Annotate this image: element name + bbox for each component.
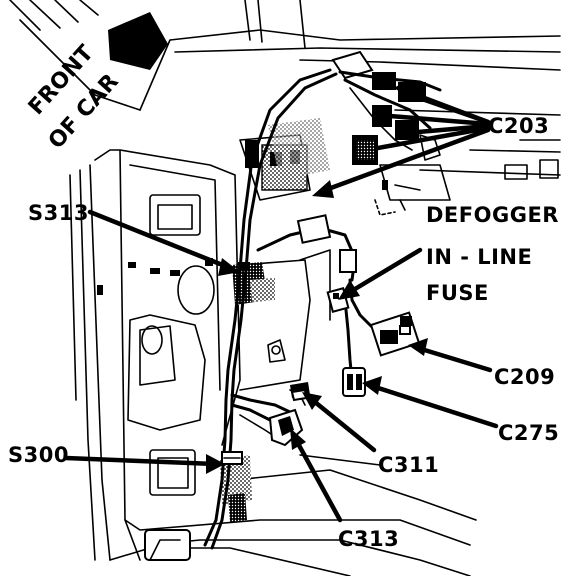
label-c313: C313 [338,527,399,551]
s313-arrow [87,209,233,271]
label-c209: C209 [494,365,555,389]
label-defogger-line1: DEFOGGER [426,203,559,227]
c203-arrow-5 [375,125,491,151]
c311-arrow [307,395,377,453]
c275-arrow [369,383,499,429]
defogger-fuse-holder [296,214,332,244]
c209-arrow [415,345,493,373]
c203-connector-d [395,120,419,140]
label-c275: C275 [498,421,559,445]
label-s313: S313 [28,201,89,225]
c209-connector [369,311,421,357]
s313-splice [238,262,250,270]
body-structure [9,0,561,577]
c203-connector-a [372,72,396,90]
c203-arrow-6 [317,127,491,195]
label-defogger-line2: IN - LINE [426,245,532,269]
c203-arrow-4 [415,123,491,135]
label-defogger-line3: FUSE [426,281,489,305]
c203-arrow-2 [422,97,491,125]
callout-labels: C203 S313 DEFOGGER IN - LINE FUSE C209 C… [8,114,559,551]
label-s300: S300 [8,443,69,467]
connectors [221,72,441,465]
c203-connector-c [372,105,392,127]
callout-arrows [63,85,499,523]
front-of-car-indicator: FRONT OF CAR [24,12,168,154]
s300-arrow [63,455,218,467]
c275-connector [342,367,366,397]
label-c311: C311 [378,453,439,477]
defogger-arrow [347,247,423,295]
label-c203: C203 [488,114,549,138]
c313-arrow [292,435,343,523]
c203-arrow-3 [387,113,491,127]
